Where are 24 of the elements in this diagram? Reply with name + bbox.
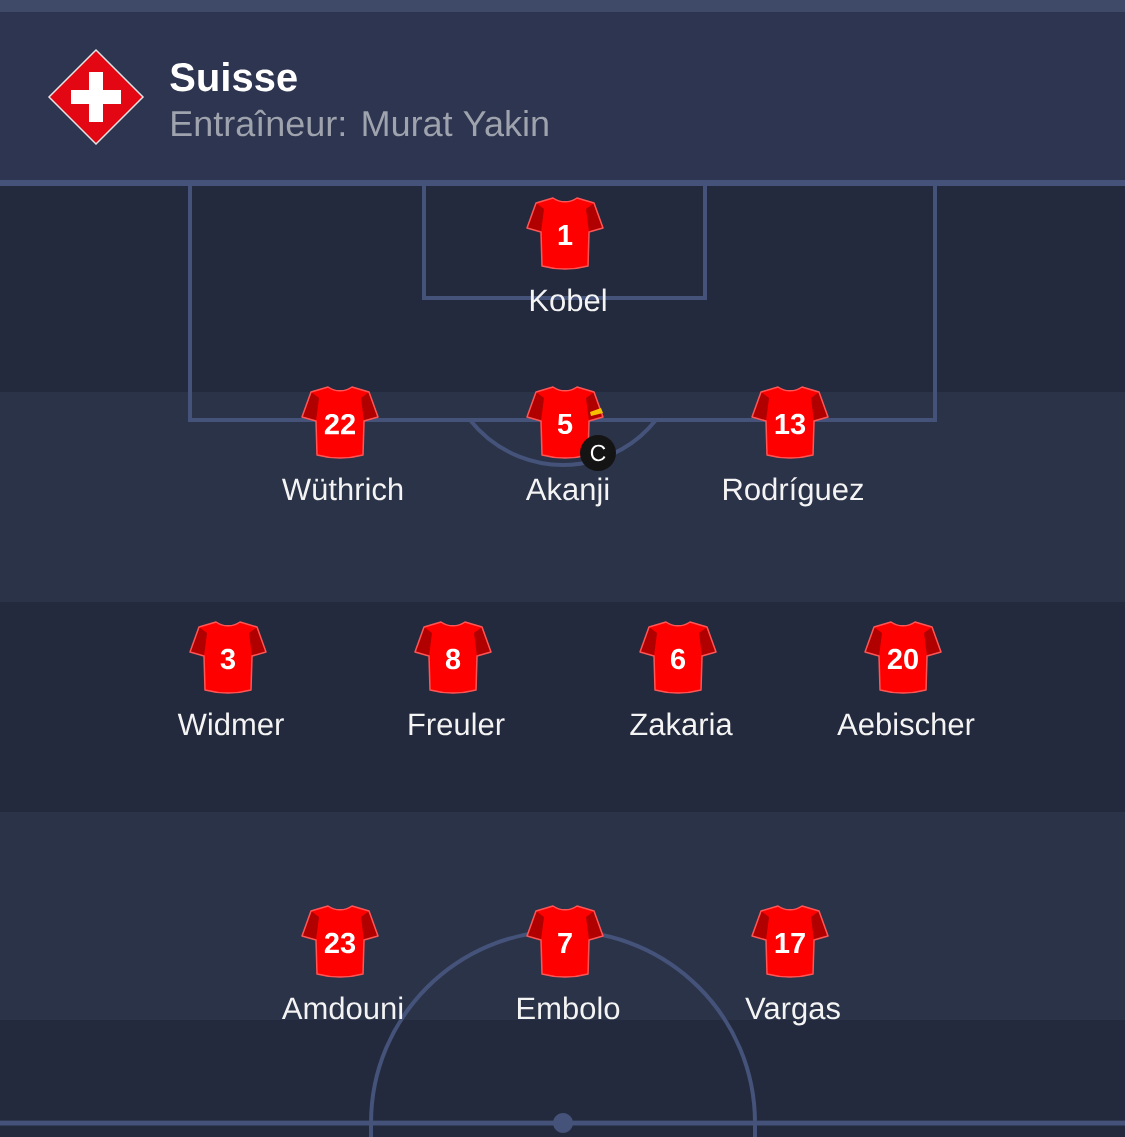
captain-badge: C	[580, 435, 616, 471]
player-name: Widmer	[177, 712, 284, 736]
player-name: Freuler	[409, 712, 505, 736]
jersey: 13	[751, 386, 829, 459]
jersey: 8	[414, 621, 492, 694]
jersey: 20	[864, 621, 942, 694]
player-name: Wüthrich	[282, 477, 403, 501]
jersey: 22	[301, 386, 379, 459]
jersey: 6	[639, 621, 717, 694]
player-name: Rodríguez	[724, 477, 863, 507]
player-name: Aebischer	[837, 712, 975, 736]
jersey: 23	[301, 905, 379, 978]
jersey: 7	[526, 905, 604, 978]
jersey: 17	[751, 905, 829, 978]
coach-name: Entraîneur: Murat Yakin	[172, 109, 548, 137]
jersey: 3	[189, 621, 267, 694]
player-name: Akanji	[525, 477, 609, 507]
player-name: Zakaria	[630, 712, 733, 736]
player-name: Embolo	[518, 996, 620, 1020]
jersey: 1	[526, 197, 604, 270]
player-name: Kobel	[530, 288, 606, 312]
player-name: Amdouni	[281, 996, 403, 1020]
player-name: Vargas	[745, 997, 840, 1026]
title: Suisse	[170, 62, 297, 92]
